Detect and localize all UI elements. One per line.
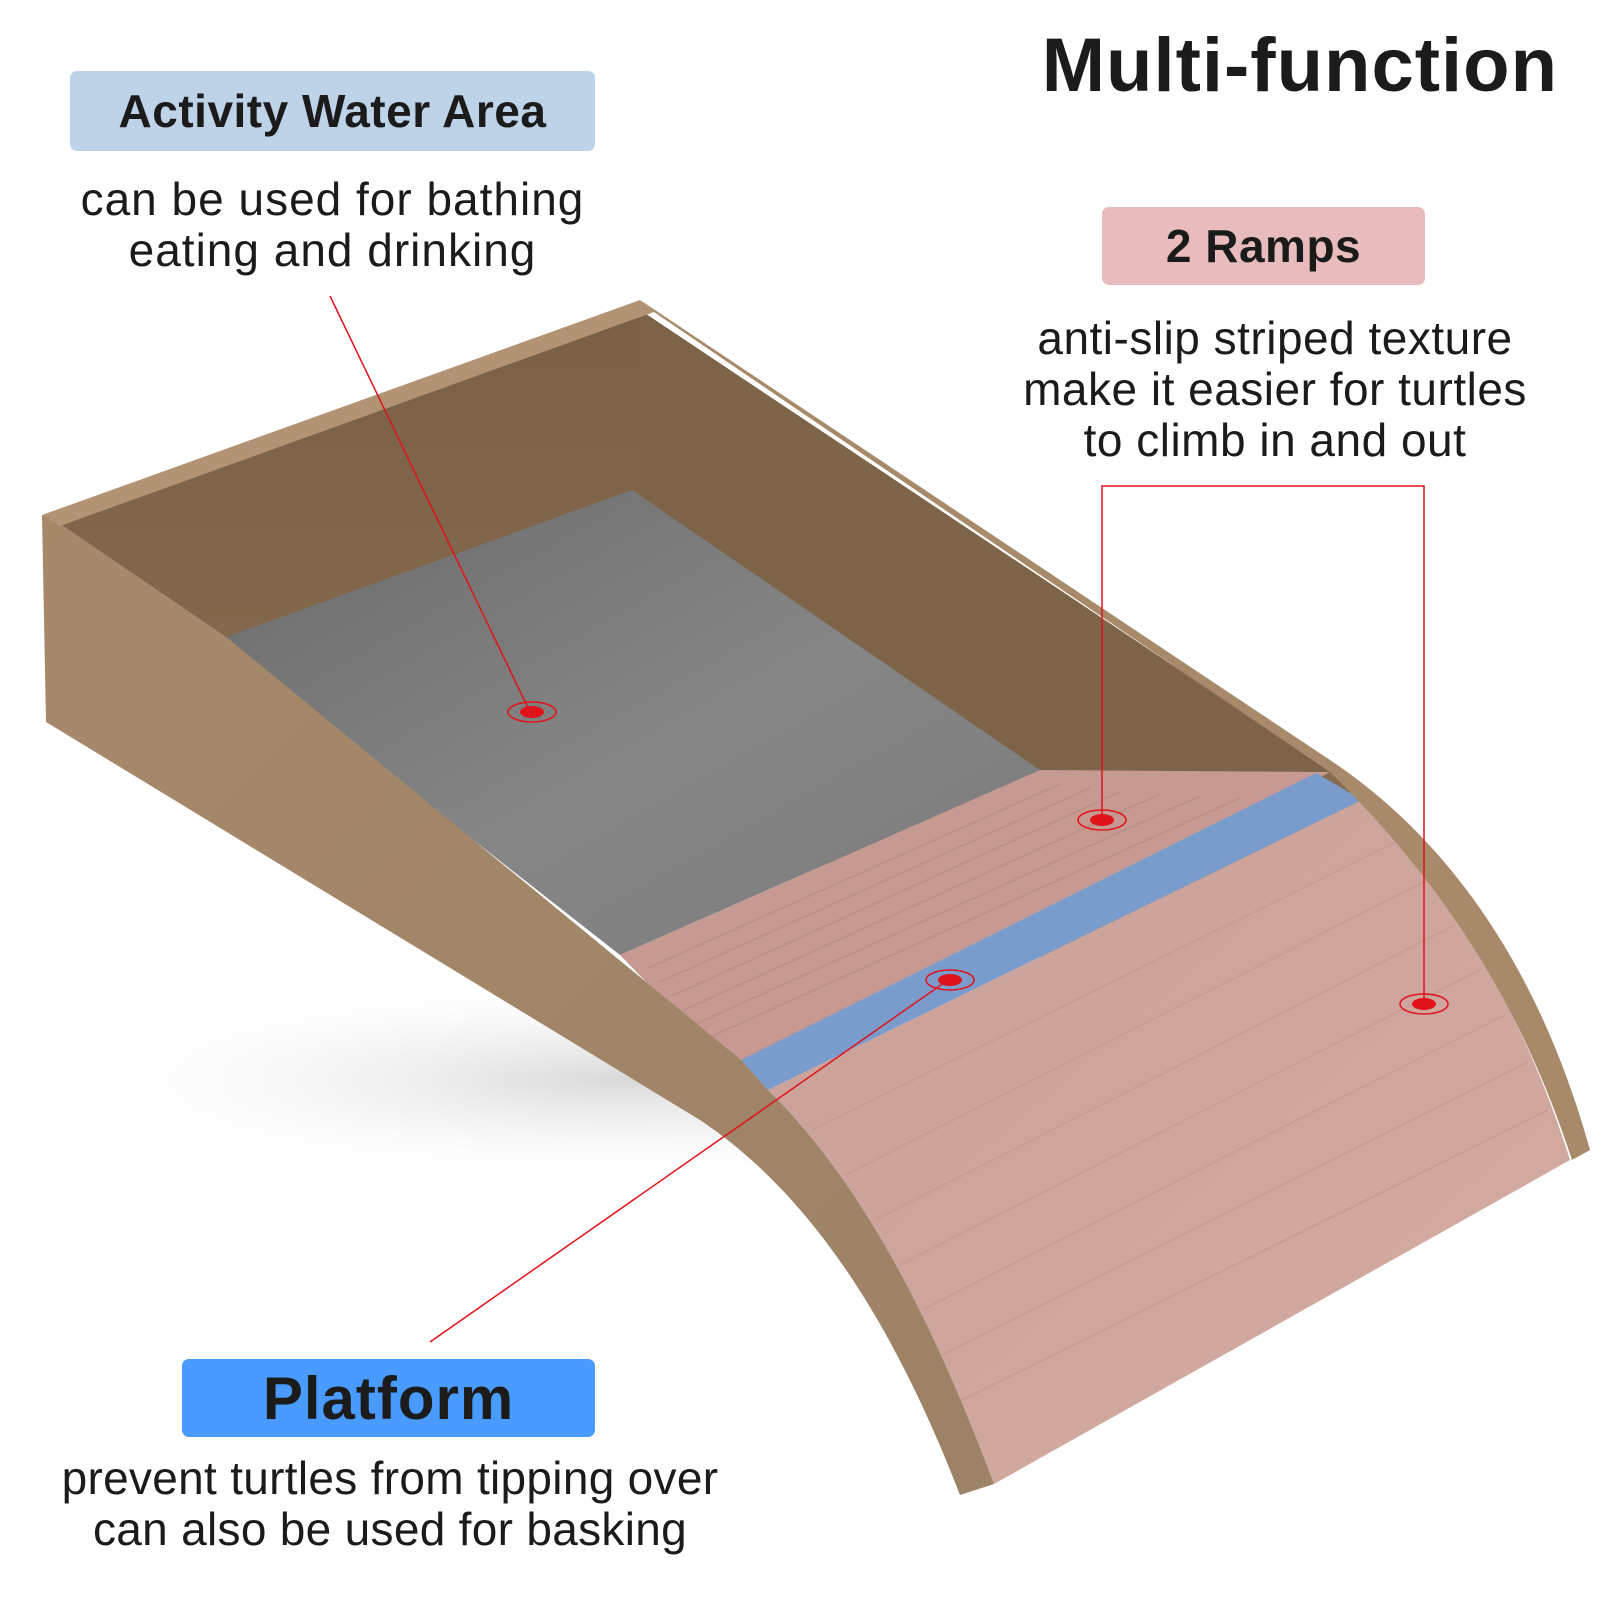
page-title: Multi-function bbox=[1041, 23, 1558, 108]
water-area-description: can be used for bathing eating and drink… bbox=[40, 174, 625, 276]
platform-label: Platform bbox=[182, 1359, 595, 1437]
water-area-desc-line: can be used for bathing bbox=[80, 173, 585, 225]
lower-ramp bbox=[768, 800, 1570, 1484]
callout-lines bbox=[329, 295, 1425, 1343]
ramps-pointer-line bbox=[1101, 485, 1425, 1002]
platform-marker bbox=[925, 969, 975, 991]
water-pointer-line bbox=[329, 295, 531, 713]
platform-desc-line: can also be used for basking bbox=[92, 1503, 687, 1555]
ramps-description: anti-slip striped texture make it easier… bbox=[960, 313, 1590, 466]
ramps-desc-line: make it easier for turtles bbox=[1023, 363, 1527, 415]
tray-front-wall bbox=[42, 515, 994, 1495]
upper-ramp-marker bbox=[1077, 809, 1127, 831]
platform-desc-line: prevent turtles from tipping over bbox=[61, 1452, 719, 1504]
water-floor bbox=[218, 490, 1040, 955]
water-area-desc-line: eating and drinking bbox=[128, 224, 537, 276]
tray-left-rim bbox=[42, 300, 654, 526]
lower-ramp-marker bbox=[1399, 993, 1449, 1015]
ramps-desc-line: to climb in and out bbox=[1083, 414, 1467, 466]
ramps-label: 2 Ramps bbox=[1102, 207, 1425, 285]
ramps-desc-line: anti-slip striped texture bbox=[1037, 312, 1513, 364]
water-area-label: Activity Water Area bbox=[70, 71, 595, 151]
platform-pointer-line bbox=[429, 979, 949, 1343]
upper-ramp bbox=[620, 770, 1330, 1080]
tray-right-wall bbox=[640, 310, 1330, 772]
platform-description: prevent turtles from tipping over can al… bbox=[20, 1453, 760, 1555]
platform-strip bbox=[741, 773, 1362, 1090]
upper-ramp-stripes bbox=[647, 783, 1241, 1039]
lower-ramp-stripes bbox=[811, 839, 1549, 1401]
water-marker bbox=[507, 701, 557, 723]
